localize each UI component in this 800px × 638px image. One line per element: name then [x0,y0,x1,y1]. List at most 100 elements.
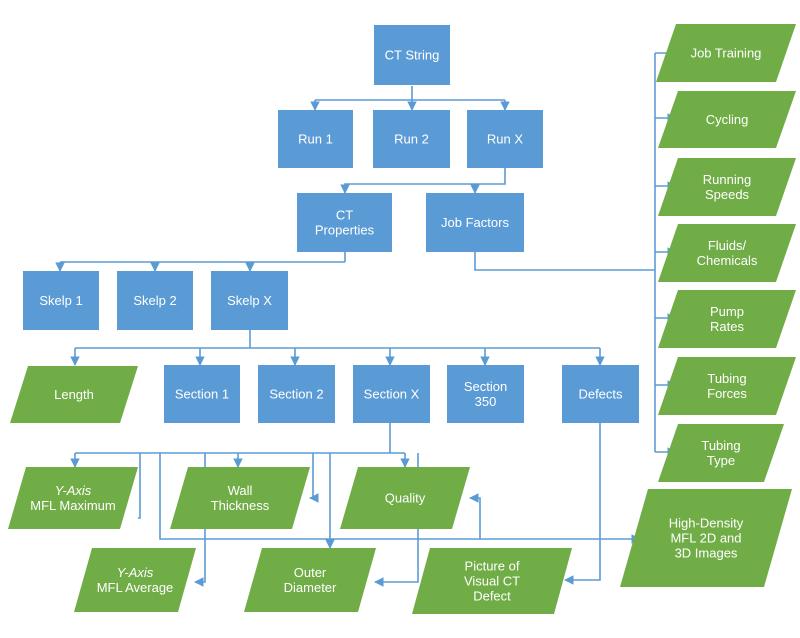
node-section-1: Section 1 [164,365,240,423]
connector [474,252,655,271]
node-label: Skelp X [227,293,272,308]
node-section-x: Section X [353,365,430,423]
connector [309,453,319,503]
node-label: Skelp 2 [133,293,176,308]
data-parallelogram [8,467,138,529]
node-label: MFL Maximum [30,498,115,513]
node-fluids-chemicals: Fluids/Chemicals [658,224,796,282]
node-label: Skelp 1 [39,293,82,308]
process-box [467,110,543,168]
connector [564,423,601,585]
node-label: Y-Axis [117,565,154,580]
node-label: MFL 2D and [670,531,741,546]
data-parallelogram [658,91,796,148]
node-job-factors: Job Factors [426,193,524,252]
node-label: Defects [578,387,623,402]
node-label: Quality [385,491,426,506]
node-defects: Defects [562,365,639,423]
data-parallelogram [658,424,784,482]
process-box [297,193,392,252]
process-box [117,271,193,330]
data-parallelogram [170,467,310,529]
node-run-x: Run X [467,110,543,168]
connector [340,168,506,194]
node-label: High-Density [669,516,744,531]
process-box [353,365,430,423]
node-ct-string: CT String [374,25,450,85]
node-label: Cycling [706,112,749,127]
node-label: Picture of [465,559,520,574]
node-label: Fluids/ [708,238,747,253]
node-label: Type [707,453,735,468]
node-label: Wall [228,483,253,498]
node-label: Run X [487,132,523,147]
node-label: CT [336,208,353,223]
data-parallelogram [658,158,796,216]
node-label: Pump [710,304,744,319]
node-run-2: Run 2 [373,110,450,168]
node-label: Speeds [705,187,750,202]
data-parallelogram [244,548,376,612]
process-box [374,25,450,85]
node-label: Rates [710,319,744,334]
node-label: Y-Axis [55,483,92,498]
node-label: Forces [707,386,747,401]
node-label: Tubing [701,438,740,453]
node-quality: Quality [340,467,470,529]
data-parallelogram [658,224,796,282]
node-section-2: Section 2 [258,365,335,423]
node-label: Section X [364,387,420,402]
node-label: Thickness [211,498,270,513]
node-label: 3D Images [675,546,738,561]
process-box [278,110,353,168]
process-box [426,193,524,252]
node-label: CT String [385,48,440,63]
process-box [23,271,99,330]
node-label: 350 [475,394,497,409]
node-skelp-1: Skelp 1 [23,271,99,330]
node-label: Length [54,387,94,402]
data-parallelogram [656,24,796,82]
node-label: Job Training [691,46,762,61]
node-label: Section 1 [175,387,229,402]
node-label: Run 2 [394,132,429,147]
node-length: Length [10,366,138,423]
node-label: Visual CT [464,574,520,589]
data-parallelogram [10,366,138,423]
data-parallelogram [658,357,796,415]
node-label: Outer [294,565,327,580]
node-skelp-x: Skelp X [211,271,288,330]
data-parallelogram [412,548,572,614]
node-cycling: Cycling [658,91,796,148]
node-label: Section [464,379,507,394]
data-parallelogram [620,489,792,587]
node-label: Defect [473,589,511,604]
process-box [164,365,240,423]
node-label: MFL Average [97,580,174,595]
process-box [258,365,335,423]
data-parallelogram [658,290,796,348]
process-box [447,365,524,423]
process-box [211,271,288,330]
node-label: Running [703,172,751,187]
node-run-1: Run 1 [278,110,353,168]
process-box [562,365,639,423]
node-label: Section 2 [269,387,323,402]
node-skelp-2: Skelp 2 [117,271,193,330]
connector [138,453,141,519]
connector [469,493,481,539]
